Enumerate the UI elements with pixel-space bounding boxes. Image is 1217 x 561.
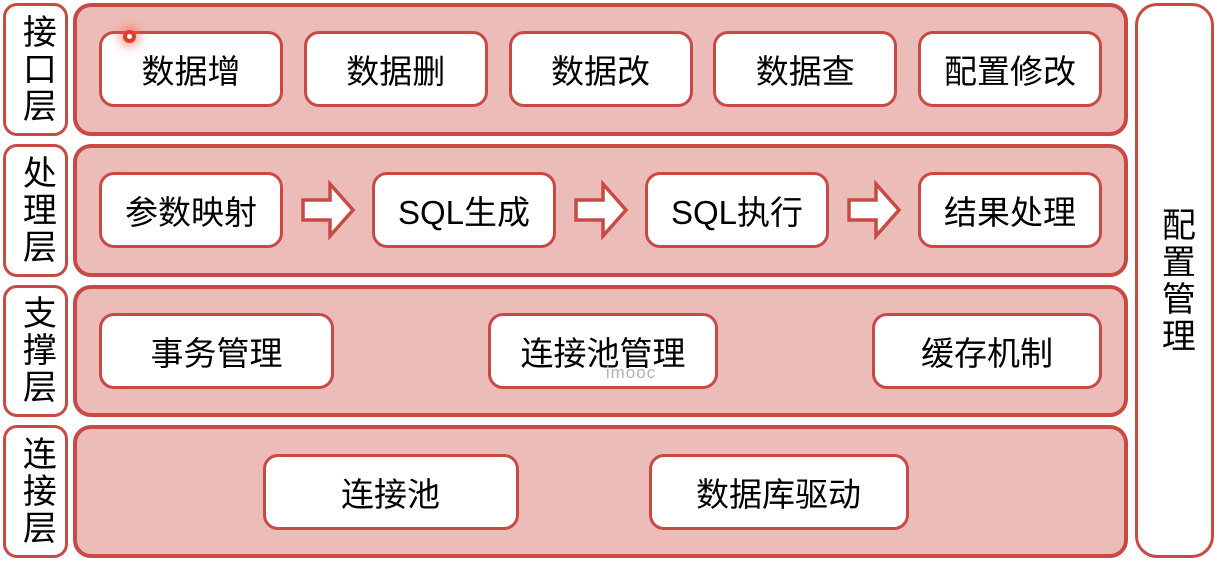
node-pool-mgmt-label: 连接池管理 [520,334,686,372]
side-column-config-mgmt: 配置管理 [1135,3,1214,558]
node-data-update: 数据改 [508,31,693,108]
layer-row-interface: 接口层 数据增 数据删 数据改 数据查 配置修改 [3,3,1128,136]
layer-row-support: 支撑层 事务管理 连接池管理 imooc 缓存机制 [3,284,1128,418]
band-connection: 连接池 数据库驱动 [73,425,1128,558]
node-sql-generate: SQL生成 [372,172,556,249]
node-result-handle: 结果处理 [918,172,1102,249]
node-config-modify: 配置修改 [918,31,1102,108]
node-param-mapping: 参数映射 [99,172,283,249]
node-sql-execute: SQL执行 [645,172,829,249]
layer-label-process: 处理层 [3,143,68,277]
node-pool-mgmt: 连接池管理 imooc [488,312,718,389]
band-interface: 数据增 数据删 数据改 数据查 配置修改 [73,3,1128,136]
node-data-insert: 数据增 [99,31,283,108]
arrow-right-icon [573,178,629,242]
layer-row-connection: 连接层 连接池 数据库驱动 [3,425,1128,558]
node-transaction-mgmt: 事务管理 [99,312,334,389]
node-connection-pool: 连接池 [262,453,519,530]
band-process: 参数映射 SQL生成 SQL执行 结果处理 [73,143,1128,277]
layers-column: 接口层 数据增 数据删 数据改 数据查 配置修改 处理层 参数映射 SQL生成 [3,3,1128,558]
arrow-right-icon [846,178,902,242]
node-data-query: 数据查 [713,31,898,108]
node-db-driver: 数据库驱动 [648,453,909,530]
arrow-right-icon [300,178,356,242]
band-support: 事务管理 连接池管理 imooc 缓存机制 [73,284,1128,418]
layer-label-interface: 接口层 [3,3,68,136]
laser-pointer-dot [123,30,136,43]
watermark: imooc [605,362,657,382]
node-data-delete: 数据删 [303,31,488,108]
node-cache-mechanism: 缓存机制 [872,312,1102,389]
layer-row-process: 处理层 参数映射 SQL生成 SQL执行 结果处理 [3,143,1128,277]
layer-label-connection: 连接层 [3,425,68,558]
layer-label-support: 支撑层 [3,284,68,418]
